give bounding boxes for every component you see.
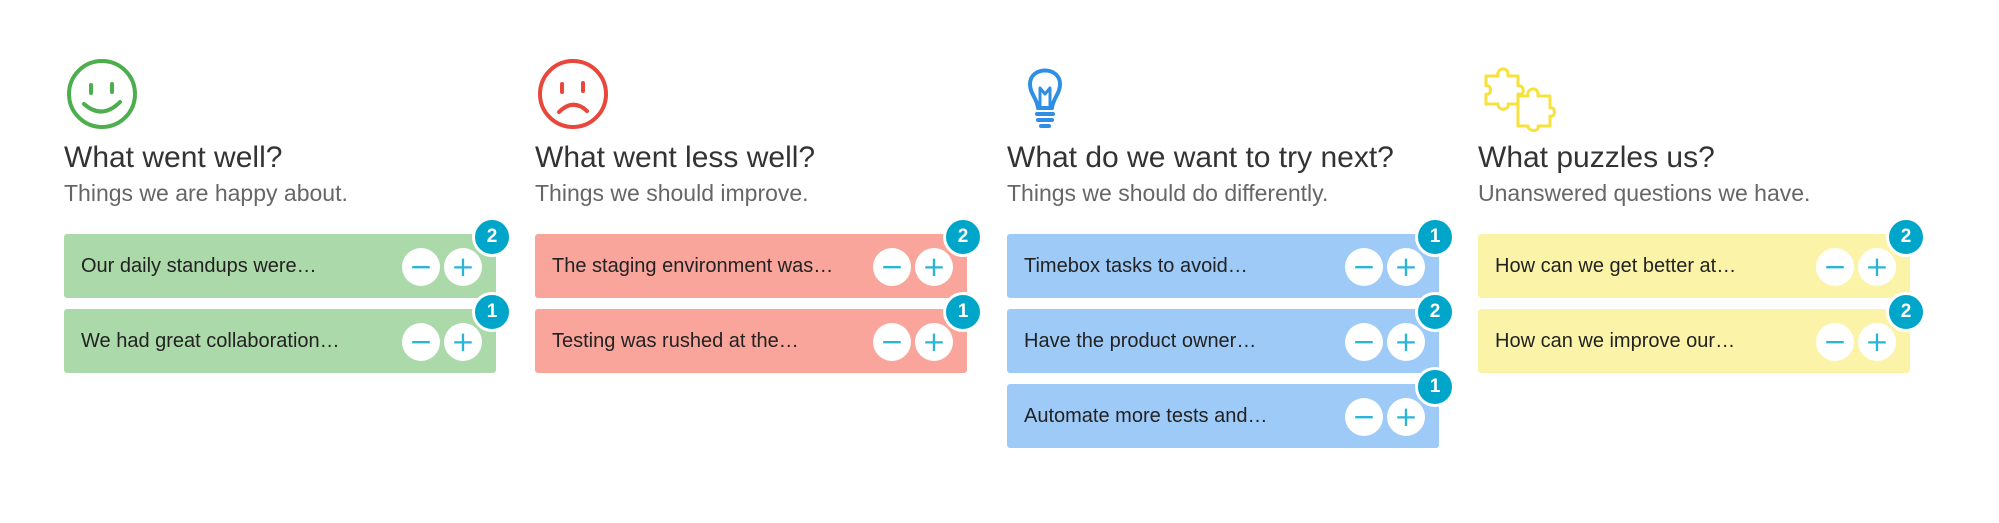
downvote-button[interactable]: − (873, 248, 911, 286)
vote-controls: − + (873, 323, 953, 361)
card-list: The staging environment was… − + 2 Testi… (535, 217, 983, 373)
vote-controls: − + (402, 323, 482, 361)
retro-card[interactable]: The staging environment was… − + 2 (535, 217, 983, 298)
downvote-button[interactable]: − (1345, 323, 1383, 361)
vote-controls: − + (1345, 398, 1425, 436)
column-title: What went less well? (535, 141, 816, 174)
upvote-button[interactable]: + (915, 323, 953, 361)
vote-count-badge: 2 (472, 217, 512, 257)
vote-count-badge: 1 (1415, 217, 1455, 257)
vote-count-badge: 2 (1886, 217, 1926, 257)
card-text: Have the product owner… (1024, 329, 1257, 352)
retro-card[interactable]: We had great collaboration… − + 1 (64, 292, 512, 373)
vote-count-badge: 2 (1886, 292, 1926, 332)
upvote-button[interactable]: + (444, 323, 482, 361)
upvote-button[interactable]: + (444, 248, 482, 286)
vote-controls: − + (1816, 323, 1896, 361)
vote-controls: − + (402, 248, 482, 286)
downvote-button[interactable]: − (402, 323, 440, 361)
card-list: How can we get better at… − + 2 How can … (1478, 217, 1926, 373)
column-title: What do we want to try next? (1007, 141, 1394, 174)
column-puzzles: What puzzles us? Unanswered questions we… (1478, 52, 1926, 384)
downvote-button[interactable]: − (873, 323, 911, 361)
lightbulb-icon (1007, 52, 1087, 132)
vote-count-badge: 2 (943, 217, 983, 257)
upvote-button[interactable]: + (1387, 398, 1425, 436)
retro-card[interactable]: How can we get better at… − + 2 (1478, 217, 1926, 298)
downvote-button[interactable]: − (1816, 248, 1854, 286)
column-went-less-well: What went less well? Things we should im… (535, 52, 983, 384)
upvote-button[interactable]: + (1858, 248, 1896, 286)
retro-card[interactable]: Have the product owner… − + 2 (1007, 292, 1455, 373)
column-subtitle: Things we should do differently. (1007, 180, 1329, 206)
puzzle-icon (1478, 52, 1558, 132)
downvote-button[interactable]: − (1816, 323, 1854, 361)
card-list: Timebox tasks to avoid… − + 1 Have the p… (1007, 217, 1455, 448)
column-went-well: What went well? Things we are happy abou… (64, 52, 512, 384)
sad-face-icon (535, 52, 615, 132)
card-text: How can we get better at… (1495, 254, 1737, 277)
card-text: Automate more tests and… (1024, 404, 1268, 427)
column-subtitle: Unanswered questions we have. (1478, 180, 1811, 206)
retro-card[interactable]: Timebox tasks to avoid… − + 1 (1007, 217, 1455, 298)
downvote-button[interactable]: − (1345, 248, 1383, 286)
column-title: What went well? (64, 141, 283, 174)
vote-controls: − + (1345, 323, 1425, 361)
column-subtitle: Things we should improve. (535, 180, 809, 206)
card-text: We had great collaboration… (81, 329, 340, 352)
column-subtitle: Things we are happy about. (64, 180, 348, 206)
retro-card[interactable]: Our daily standups were… − + 2 (64, 217, 512, 298)
smiley-icon (64, 52, 144, 132)
vote-controls: − + (873, 248, 953, 286)
vote-controls: − + (1816, 248, 1896, 286)
card-list: Our daily standups were… − + 2 We had gr… (64, 217, 512, 373)
upvote-button[interactable]: + (915, 248, 953, 286)
upvote-button[interactable]: + (1387, 323, 1425, 361)
downvote-button[interactable]: − (402, 248, 440, 286)
vote-count-badge: 1 (472, 292, 512, 332)
card-text: Testing was rushed at the… (552, 329, 799, 352)
retro-card[interactable]: Testing was rushed at the… − + 1 (535, 292, 983, 373)
column-try-next: What do we want to try next? Things we s… (1007, 52, 1455, 459)
card-text: How can we improve our… (1495, 329, 1736, 352)
card-text: The staging environment was… (552, 254, 834, 277)
upvote-button[interactable]: + (1387, 248, 1425, 286)
vote-controls: − + (1345, 248, 1425, 286)
vote-count-badge: 1 (1415, 367, 1455, 407)
column-title: What puzzles us? (1478, 141, 1715, 174)
card-text: Timebox tasks to avoid… (1024, 254, 1248, 277)
downvote-button[interactable]: − (1345, 398, 1383, 436)
retro-card[interactable]: How can we improve our… − + 2 (1478, 292, 1926, 373)
vote-count-badge: 2 (1415, 292, 1455, 332)
vote-count-badge: 1 (943, 292, 983, 332)
retro-card[interactable]: Automate more tests and… − + 1 (1007, 367, 1455, 448)
card-text: Our daily standups were… (81, 254, 317, 277)
upvote-button[interactable]: + (1858, 323, 1896, 361)
